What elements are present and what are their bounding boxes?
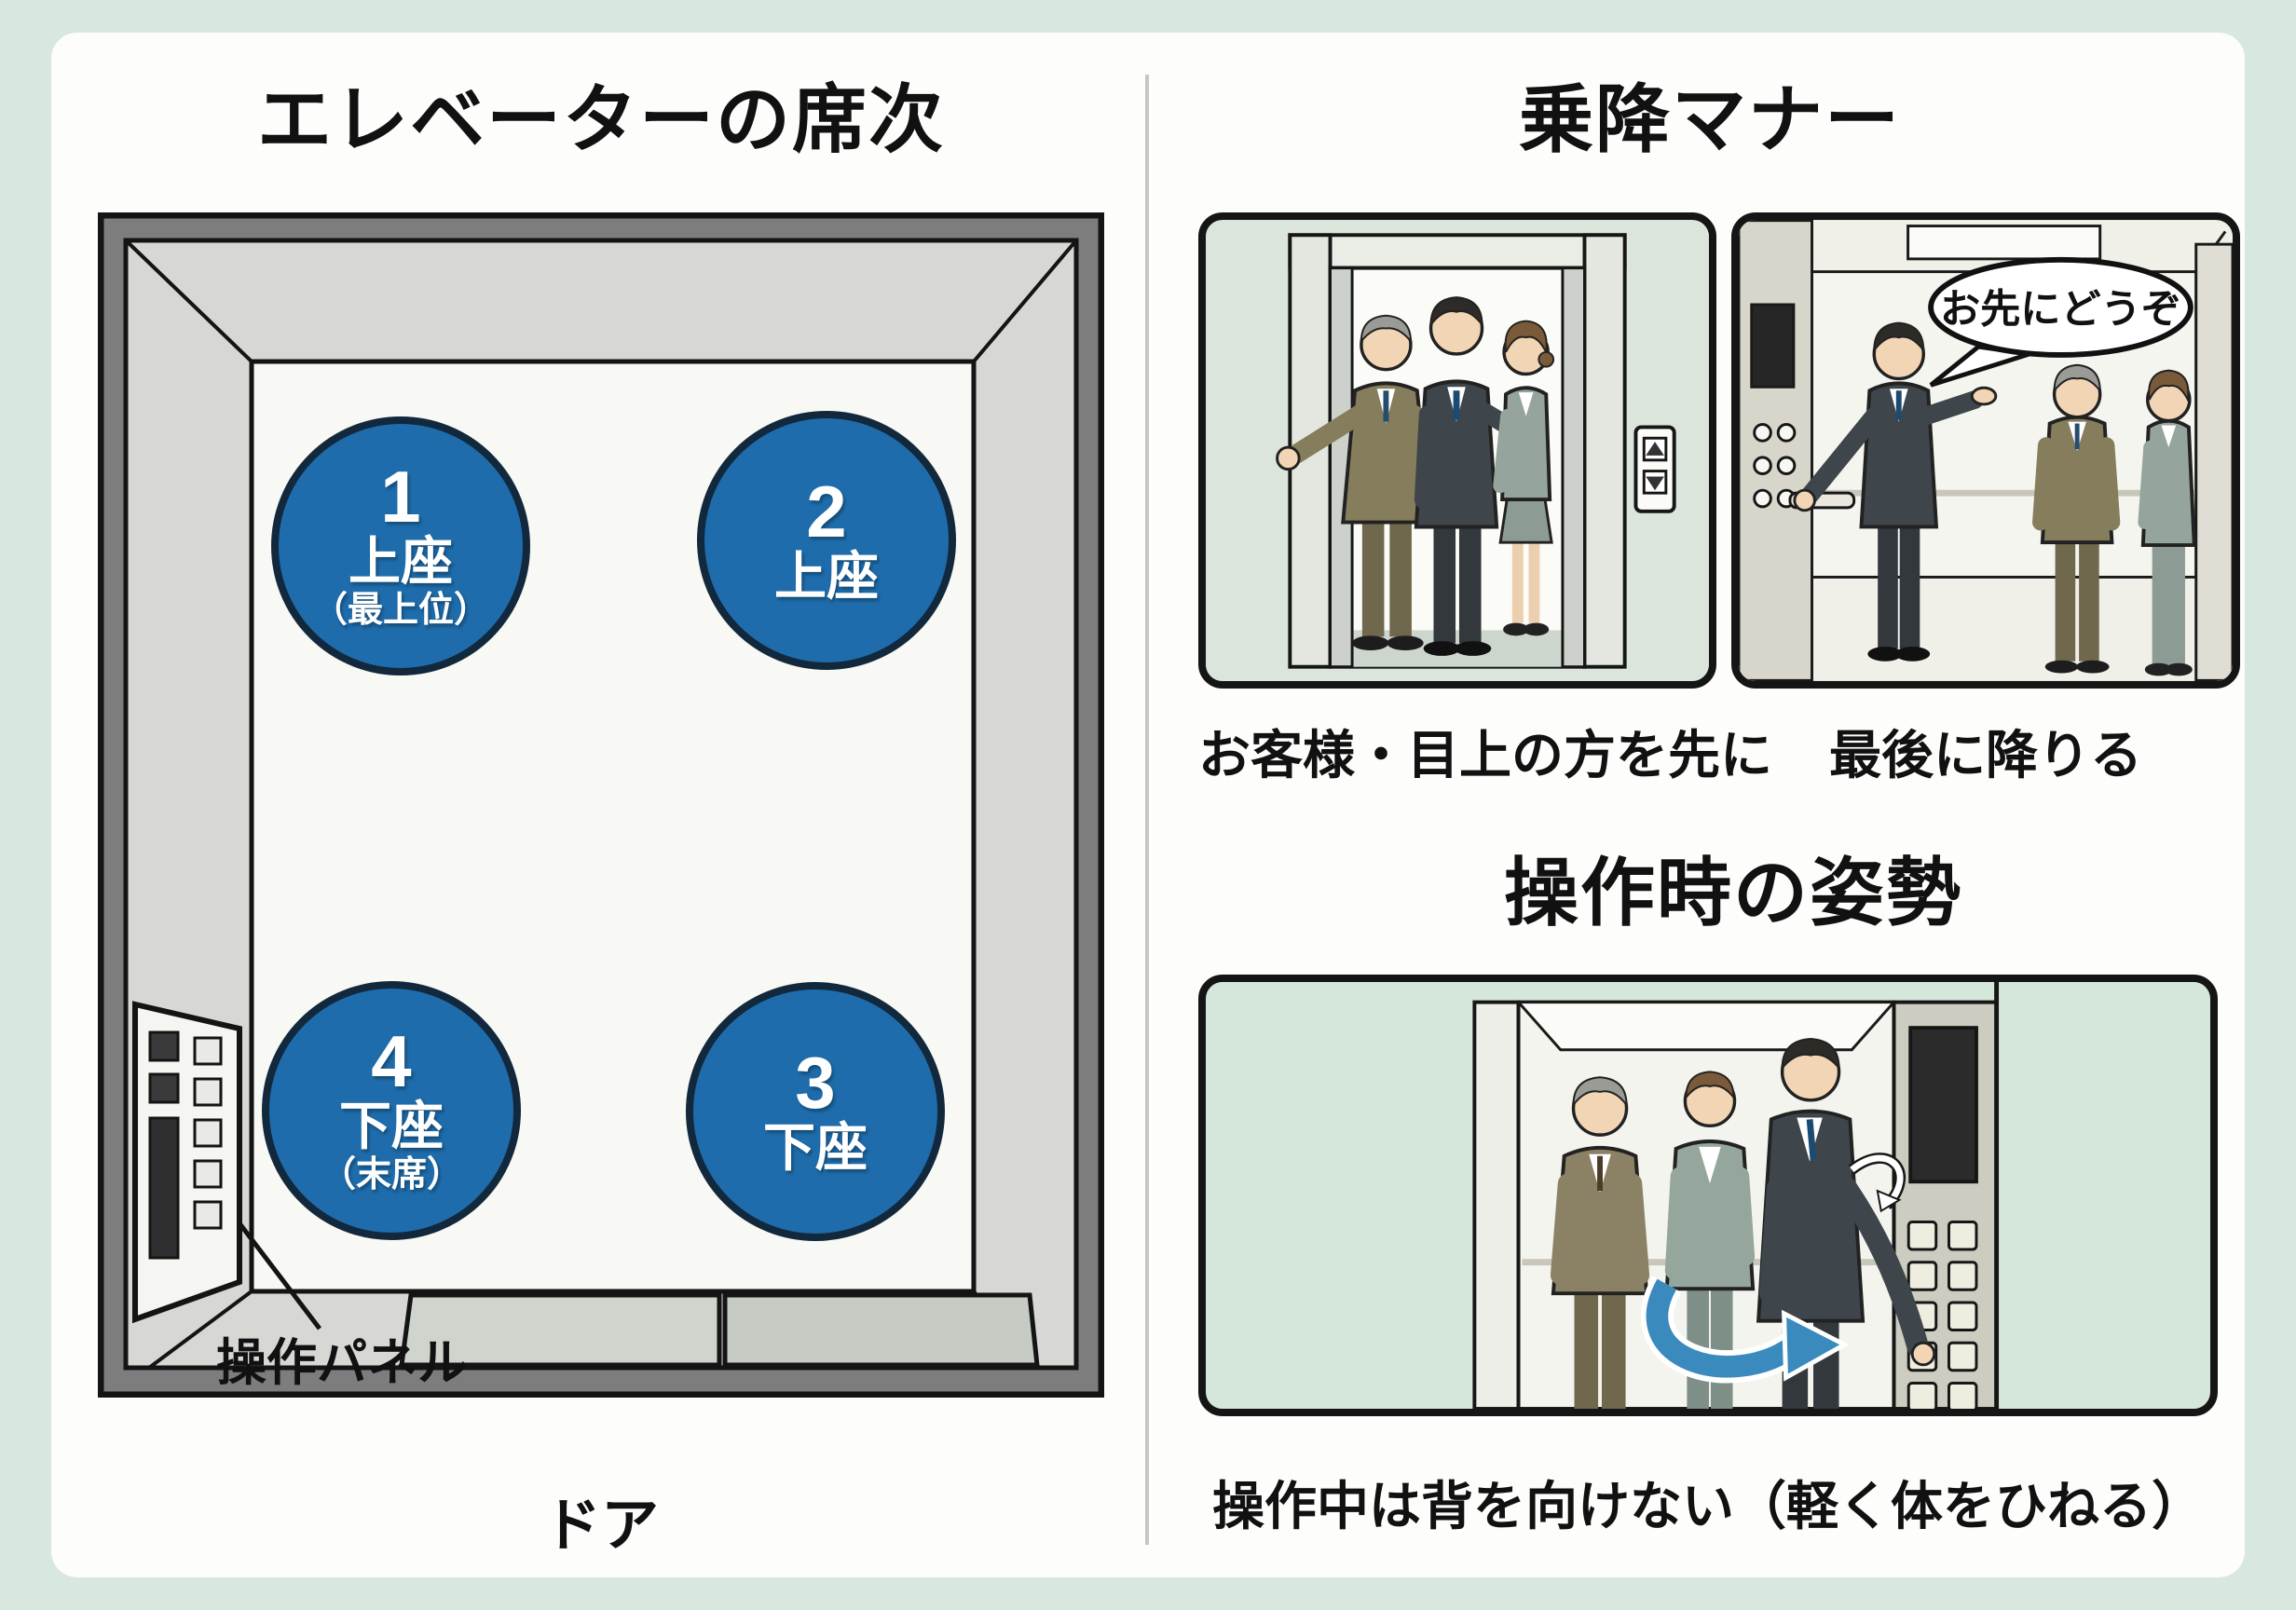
person-elder-gesturing <box>1276 314 1433 651</box>
person-elder-exiting <box>2032 363 2121 674</box>
illustration-c-svg <box>1210 982 2206 1409</box>
door-jamb <box>1472 1000 1521 1409</box>
sliding-door-right <box>1561 266 1586 669</box>
ceiling-light <box>1906 225 2102 261</box>
seat-2-rank: 上座 <box>774 547 879 607</box>
posture-title: 操作時の姿勢 <box>1504 852 1962 935</box>
call-button-plate <box>1633 425 1676 513</box>
elevator-top-view-diagram <box>98 212 1104 1398</box>
cab-ceiling <box>1515 1001 1897 1052</box>
door-label: ドア <box>542 1494 659 1558</box>
caption-exit-last: 最後に降りる <box>1829 726 2142 785</box>
illustration-a-svg <box>1206 220 1709 681</box>
door-panel-right <box>722 1292 1040 1368</box>
seat-2: 2 上座 <box>697 411 956 670</box>
seat-4-note: （末席） <box>320 1154 462 1194</box>
seat-1-note: （最上位） <box>311 590 489 630</box>
shoulder-twist-arrow <box>1848 1153 1906 1213</box>
speech-bubble-text: お先にどうぞ <box>1940 288 2181 333</box>
person-middle-passenger <box>1664 1071 1756 1409</box>
illustration-operating-posture <box>1198 975 2218 1416</box>
seat-3-rank: 下座 <box>763 1118 868 1178</box>
seat-4-rank: 下座 <box>339 1097 444 1156</box>
seat-4-number: 4 <box>371 1020 412 1103</box>
person-businesswoman <box>1493 320 1555 636</box>
caption-guests-first: お客様・目上の方を先に <box>1198 726 1772 785</box>
illustration-let-guests-first <box>1198 212 1716 689</box>
illustration-b-svg: お先にどうぞ <box>1739 220 2233 681</box>
person-businessman-center <box>1414 296 1545 656</box>
seat-1-number: 1 <box>380 456 421 539</box>
door-column <box>2194 242 2233 681</box>
speech-bubble: お先にどうぞ <box>1928 256 2194 388</box>
person-operating-buttons <box>1756 1037 1936 1409</box>
person-holding-door <box>1793 321 1998 662</box>
seat-2-number: 2 <box>806 471 847 553</box>
door-jamb-right <box>1582 233 1627 669</box>
door-lintel <box>1288 233 1627 270</box>
body-twist-arrow <box>1640 1276 1850 1384</box>
seat-1-rank: 上座 <box>348 532 453 592</box>
seating-title: エレベーターの席次 <box>257 78 945 161</box>
seat-1: 1 上座 （最上位） <box>271 416 530 675</box>
seat-3: 3 下座 <box>686 982 945 1241</box>
person-elder-passenger <box>1550 1076 1650 1409</box>
door-panel-left <box>399 1292 722 1368</box>
caption-posture: 操作中は背を向けない（軽く体をひねる） <box>1212 1477 2204 1535</box>
panel-leader-line <box>238 1221 321 1330</box>
vertical-divider <box>1145 75 1149 1545</box>
person-woman-exiting <box>2138 369 2196 676</box>
cab-control-panel <box>1739 220 1856 681</box>
seat-3-number: 3 <box>795 1042 836 1125</box>
control-panel-label: 操作パネル <box>216 1335 468 1391</box>
boarding-title: 乗降マナー <box>1519 78 1901 161</box>
control-panel <box>132 1001 242 1324</box>
illustration-exit-last: お先にどうぞ <box>1731 212 2240 689</box>
seat-4: 4 下座 （末席） <box>262 981 521 1240</box>
